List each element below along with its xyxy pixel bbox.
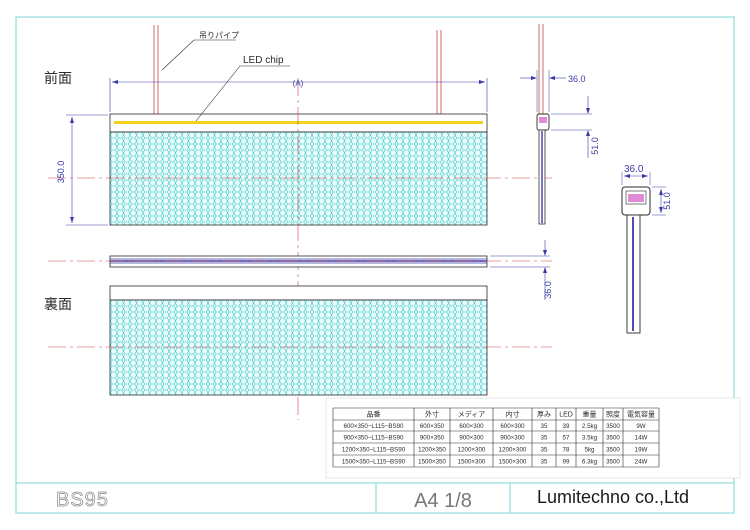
table-cell: 3500 bbox=[606, 458, 620, 465]
dimension-51-side-label: 51.0 bbox=[662, 192, 672, 210]
back-header-strip bbox=[109, 285, 488, 301]
back-view-label: 裏面 bbox=[44, 296, 72, 312]
table-cell: 35 bbox=[541, 434, 548, 441]
table-header-cell: 品番 bbox=[367, 410, 381, 418]
table-cell: 600×350−L115−BS90 bbox=[344, 423, 404, 430]
model-number: BS95 bbox=[56, 489, 109, 511]
hanging-pipe-right bbox=[436, 30, 442, 114]
table-cell: 57 bbox=[563, 434, 570, 441]
front-view-label: 前面 bbox=[44, 70, 72, 86]
dimension-a-label: (A) bbox=[293, 79, 304, 88]
table-cell: 3500 bbox=[606, 434, 620, 441]
sheet-border bbox=[15, 16, 735, 514]
table-cell: 19W bbox=[635, 446, 648, 453]
table-cell: 78 bbox=[563, 446, 570, 453]
table-cell: 14W bbox=[635, 434, 648, 441]
led-leader bbox=[195, 65, 290, 122]
table-cell: 900×300 bbox=[459, 434, 484, 441]
pipe-leader bbox=[161, 39, 236, 71]
table-cell: 35 bbox=[541, 446, 548, 453]
table-cell: 900×350−L115−BS90 bbox=[344, 434, 404, 441]
dimension-36-side-label: 36.0 bbox=[624, 164, 644, 175]
table-cell: 1200×350 bbox=[418, 446, 446, 453]
table-cell: 9W bbox=[636, 423, 645, 430]
table-cell: 6.3kg bbox=[582, 458, 598, 465]
front-media-panel bbox=[109, 131, 488, 226]
company-name: Lumitechno co.,Ltd bbox=[537, 487, 689, 507]
table-cell: 1500×350−L115−BS90 bbox=[342, 458, 406, 465]
back-view bbox=[48, 285, 552, 396]
table-cell: 1500×300 bbox=[499, 458, 527, 465]
table-cell: 600×350 bbox=[420, 423, 445, 430]
led-chip-label: LED chip bbox=[243, 55, 284, 66]
table-cell: 3.5kg bbox=[582, 434, 598, 441]
table-header-cell: 内寸 bbox=[506, 409, 520, 418]
table-cell: 5kg bbox=[585, 446, 596, 453]
dimension-36-top-label: 36.0 bbox=[568, 74, 586, 84]
table-cell: 3500 bbox=[606, 423, 620, 430]
table-header-cell: 電気容量 bbox=[627, 409, 655, 418]
dimension-36-mid-label: 36.0 bbox=[543, 281, 553, 299]
table-header-cell: 重量 bbox=[583, 410, 597, 418]
table-cell: 24W bbox=[635, 458, 648, 465]
table-cell: 39 bbox=[563, 423, 570, 430]
pipe-label: 吊りパイプ bbox=[199, 31, 239, 40]
table-header-cell: LED bbox=[559, 411, 573, 418]
spec-table: 品番 外寸 メディア 内寸 厚み LED 重量 照度電気容量 600×350−L115−BS90… bbox=[325, 397, 741, 479]
sheet-number: A4 1/8 bbox=[414, 490, 472, 512]
side-view bbox=[520, 24, 592, 225]
table-cell: 1200×300 bbox=[458, 446, 486, 453]
table-cell: 600×300 bbox=[500, 423, 525, 430]
dimension-51-top-label: 51.0 bbox=[590, 137, 600, 155]
table-cell: 900×350 bbox=[420, 434, 445, 441]
hanging-pipe-left bbox=[153, 25, 159, 114]
table-cell: 2.5kg bbox=[582, 423, 598, 430]
top-view bbox=[48, 240, 552, 300]
table-cell: 1200×300 bbox=[499, 446, 527, 453]
table-cell: 1200×350−L115−BS90 bbox=[342, 446, 406, 453]
table-cell: 900×300 bbox=[500, 434, 525, 441]
led-chip-strip bbox=[114, 121, 483, 124]
front-view bbox=[48, 25, 552, 420]
table-header-cell: 外寸 bbox=[425, 409, 439, 418]
table-header-cell: 照度 bbox=[606, 409, 620, 418]
table-cell: 600×300 bbox=[459, 423, 484, 430]
led-chip-detail bbox=[628, 194, 644, 202]
dimension-350-label: 350.0 bbox=[56, 161, 66, 184]
table-cell: 1500×350 bbox=[418, 458, 446, 465]
table-cell: 99 bbox=[563, 458, 570, 465]
table-header-cell: 厚み bbox=[537, 410, 551, 418]
back-media-panel bbox=[109, 299, 488, 396]
table-cell: 35 bbox=[541, 423, 548, 430]
table-header-cell: メディア bbox=[458, 409, 486, 418]
table-cell: 1500×300 bbox=[458, 458, 486, 465]
side-detail-view bbox=[621, 172, 666, 334]
table-cell: 35 bbox=[541, 458, 548, 465]
table-cell: 3500 bbox=[606, 446, 620, 453]
